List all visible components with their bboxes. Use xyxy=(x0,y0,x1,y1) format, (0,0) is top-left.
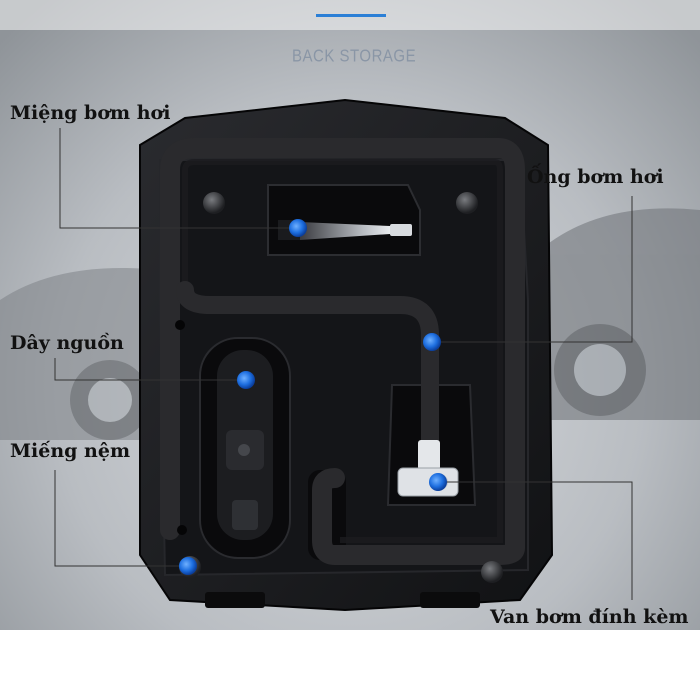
corner-bump-top-right xyxy=(456,192,478,214)
screw-hole-upper xyxy=(175,320,185,330)
section-title: BACK STORAGE xyxy=(292,46,417,67)
corner-bump-bottom-right xyxy=(481,561,503,583)
screw-hole-lower xyxy=(177,525,187,535)
markers xyxy=(179,219,447,575)
device-foot-left xyxy=(205,592,265,608)
car-silhouette-left xyxy=(0,268,160,440)
marker-air-hose xyxy=(423,333,441,351)
background-white-bottom xyxy=(0,630,700,700)
leader-lines xyxy=(54,128,633,600)
callout-air-hose: Ống bơm hơi xyxy=(527,166,664,188)
leader-line-air-nozzle xyxy=(59,128,298,229)
leader-line-power-cord xyxy=(54,358,246,381)
leader-line-air-hose xyxy=(432,196,633,343)
marker-cushion-pad xyxy=(179,557,197,575)
marker-attached-valve xyxy=(429,473,447,491)
car-silhouette-right xyxy=(540,208,700,420)
power-plug xyxy=(217,350,273,540)
header-accent-bar xyxy=(316,14,386,17)
corner-bump-top-left xyxy=(203,192,225,214)
air-hose-inner-loop xyxy=(182,159,503,543)
device-foot-right xyxy=(420,592,480,608)
callout-power-cord: Dây nguồn xyxy=(10,332,124,354)
marker-air-nozzle xyxy=(289,219,307,237)
air-hose xyxy=(160,138,525,565)
air-hose-to-valve xyxy=(176,281,439,459)
leader-line-attached-valve xyxy=(440,481,633,600)
leader-line-cushion-pad xyxy=(54,470,188,567)
callout-cushion-pad: Miếng nệm xyxy=(10,440,131,462)
callout-air-nozzle: Miệng bơm hơi xyxy=(10,102,171,124)
callout-attached-valve: Van bơm đính kèm xyxy=(490,606,689,628)
marker-power-cord xyxy=(237,371,255,389)
